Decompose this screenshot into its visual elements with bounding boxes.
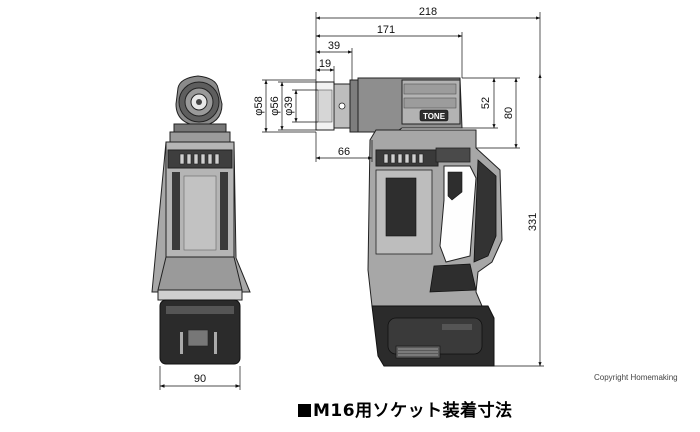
front-view: 90 xyxy=(151,75,251,390)
dim-head-height-label: 52 xyxy=(480,97,492,109)
side-view: TONE xyxy=(253,6,544,367)
tone-logo xyxy=(419,109,449,122)
dim-phi39-label: φ39 xyxy=(283,96,295,115)
caption-square-icon xyxy=(298,404,311,417)
front-body xyxy=(151,141,251,293)
side-battery xyxy=(371,305,495,367)
front-battery xyxy=(157,289,243,365)
dim-width-label: 90 xyxy=(194,373,206,385)
dim-grip-offset-label: 66 xyxy=(338,146,350,158)
dim-phi58-label: φ58 xyxy=(253,96,265,115)
side-socket xyxy=(315,79,359,133)
side-body xyxy=(367,129,503,307)
dim-phi56-label: φ56 xyxy=(269,96,281,115)
dim-head-length-label: 171 xyxy=(377,24,395,36)
tone-logo-text: TONE xyxy=(423,112,446,121)
trigger xyxy=(447,171,463,201)
dim-socket-length-label: 39 xyxy=(328,40,340,52)
dim-head-total-height-label: 80 xyxy=(503,107,515,119)
dim-socket-inner-label: 19 xyxy=(319,58,331,70)
caption-text: M16用ソケット装着寸法 xyxy=(313,401,513,421)
side-head: TONE xyxy=(357,77,463,133)
dim-total-height-label: 331 xyxy=(527,213,539,231)
copyright-text: Copyright Homemaking xyxy=(594,373,678,382)
dim-overall-length-label: 218 xyxy=(419,6,437,18)
front-socket-head xyxy=(169,75,231,143)
caption: M16用ソケット装着寸法 xyxy=(298,396,513,421)
width-dimension: 90 xyxy=(159,366,241,390)
dimension-lines xyxy=(262,12,544,367)
